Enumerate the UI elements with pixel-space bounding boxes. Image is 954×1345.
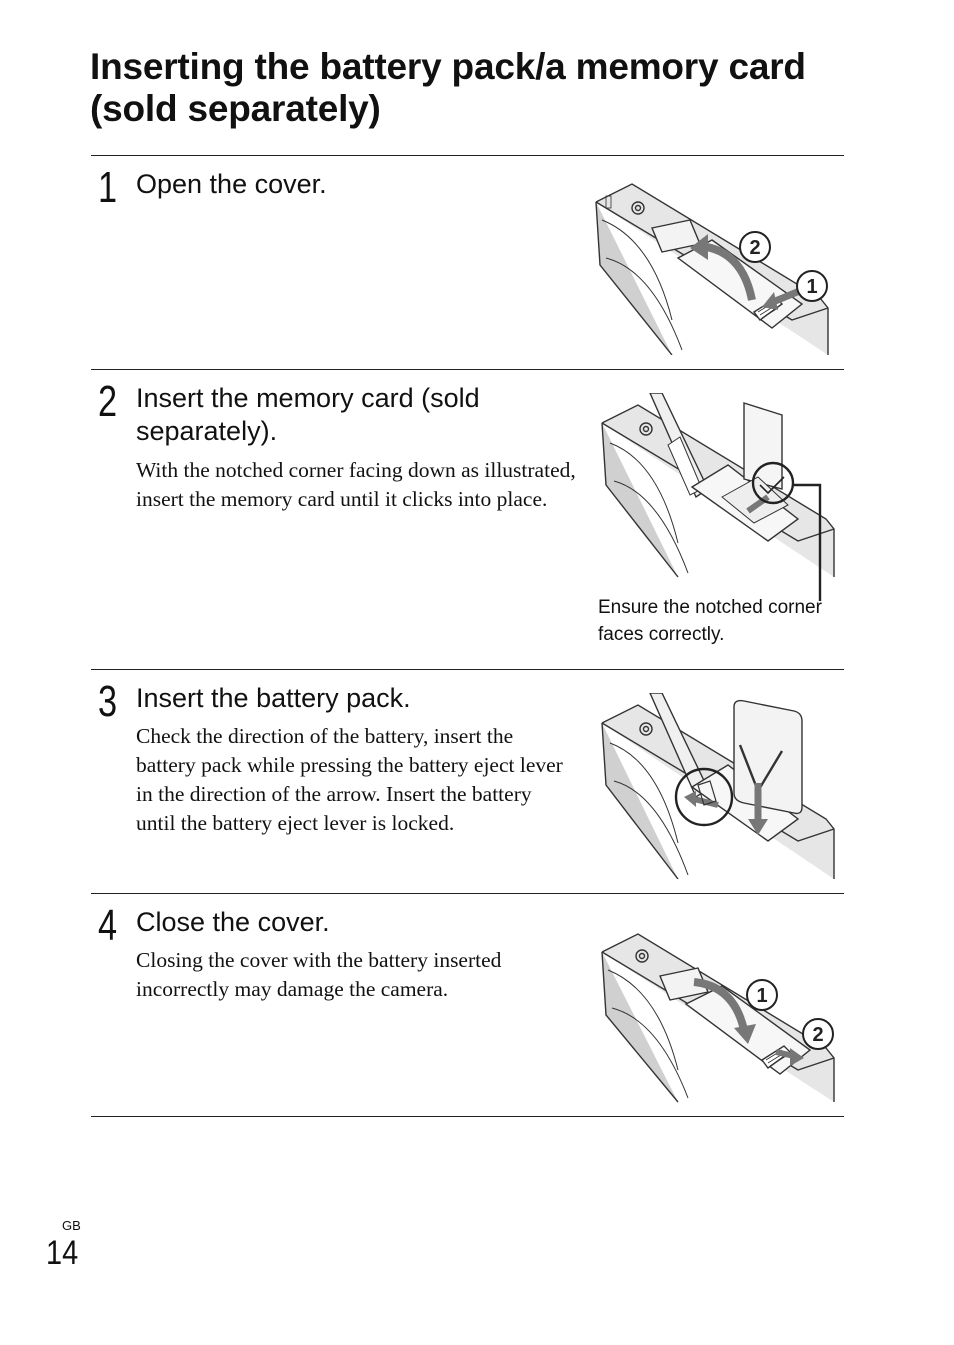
step-4-number: 4 (98, 901, 118, 950)
section-divider (91, 155, 844, 156)
callout-1: 1 (756, 985, 767, 1007)
step-4-heading: Close the cover. (136, 907, 330, 937)
step-1-heading: Open the cover. (136, 169, 327, 199)
step-3-illustration-insert-battery (601, 693, 835, 879)
step-2-body: With the notched corner facing down as i… (136, 458, 576, 511)
step-2-illustration-insert-card (601, 393, 835, 601)
page-number: 14 (46, 1234, 79, 1272)
callout-2: 2 (812, 1024, 823, 1046)
step-1-illustration-open-cover: 2 1 (595, 183, 829, 355)
step-4-illustration-close-cover: 1 2 (601, 933, 835, 1103)
callout-2: 2 (749, 237, 760, 259)
section-divider (91, 893, 844, 894)
step-2-number: 2 (98, 377, 118, 426)
callout-1: 1 (806, 276, 817, 298)
step-3-body: Check the direction of the battery, inse… (136, 724, 563, 835)
step-2-heading: Insert the memory card (sold separately)… (136, 383, 480, 446)
step-4-body: Closing the cover with the battery inser… (136, 948, 502, 1001)
section-divider (91, 369, 844, 370)
notch-caption: Ensure the notched corner faces correctl… (598, 597, 822, 645)
page-region-code: GB (62, 1218, 81, 1233)
section-divider (91, 1116, 844, 1117)
step-3-heading: Insert the battery pack. (136, 683, 411, 713)
step-1-number: 1 (98, 163, 118, 212)
section-divider (91, 669, 844, 670)
page-title: Inserting the battery pack/a memory card… (90, 46, 806, 129)
step-3-number: 3 (98, 677, 118, 726)
